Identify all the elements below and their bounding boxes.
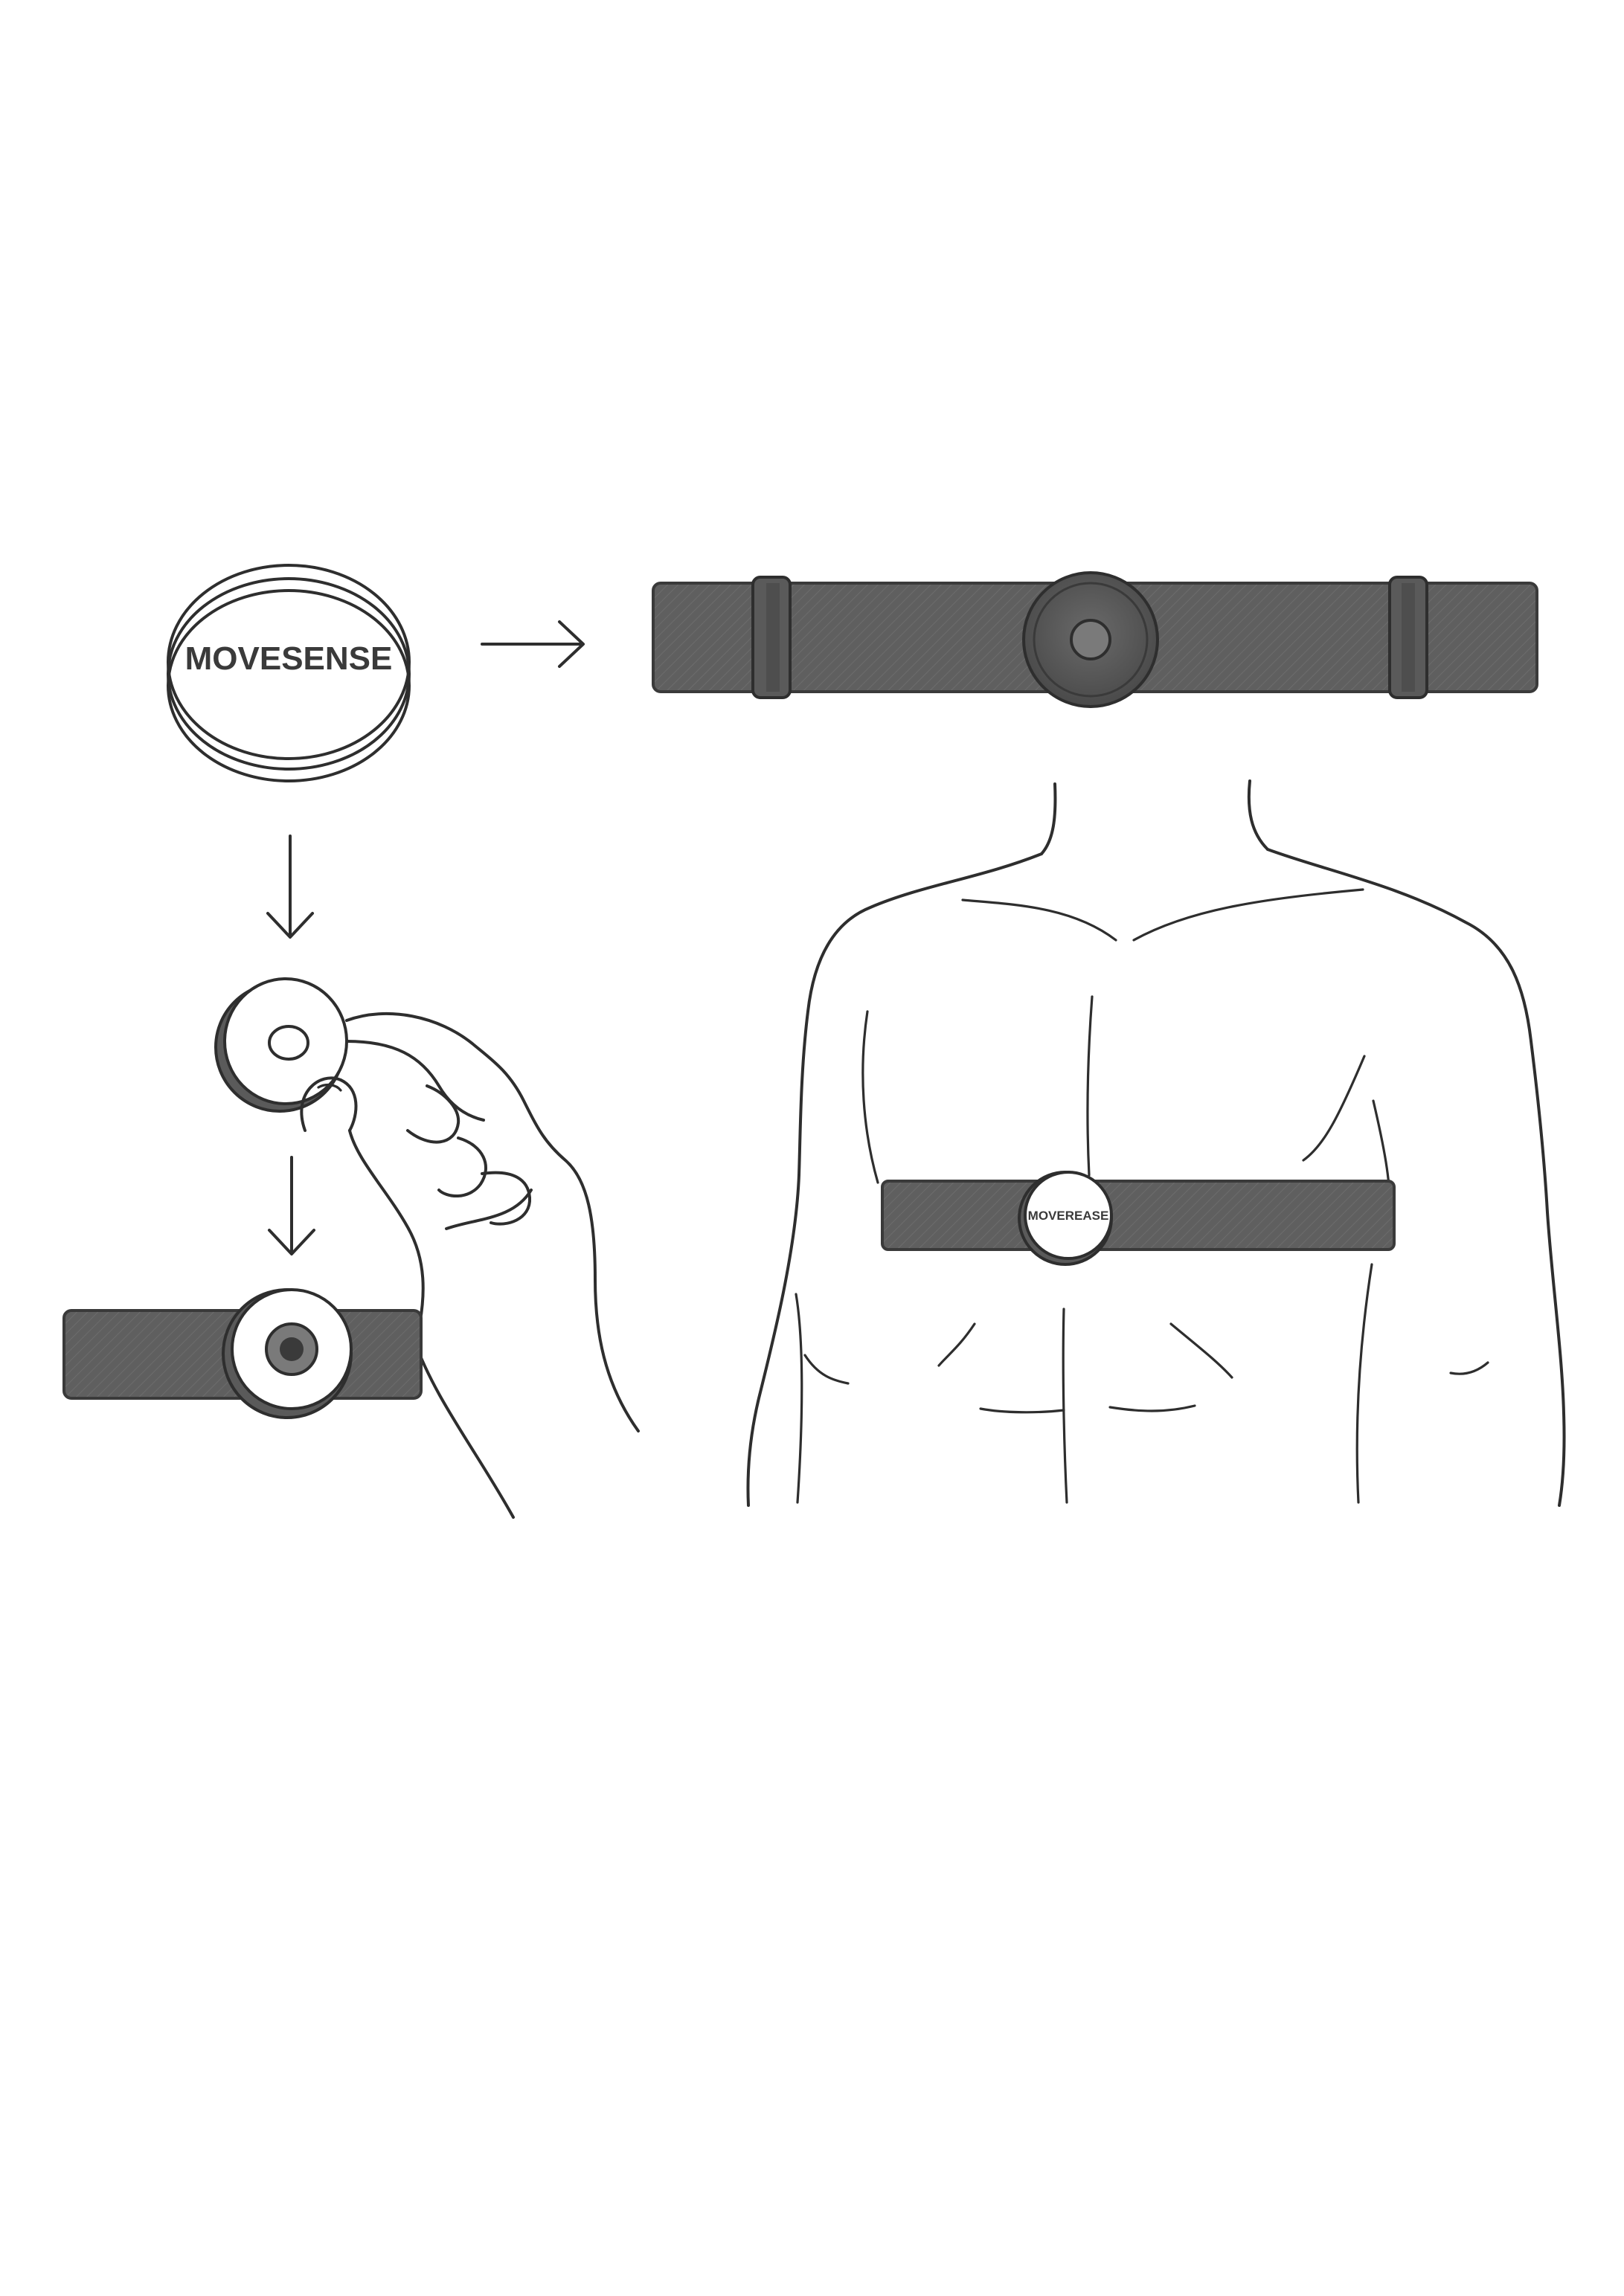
- sensor-stud-icon: [280, 1337, 304, 1361]
- movesense-sensor: MOVESENSE: [167, 564, 411, 782]
- chest-strap-full: [652, 571, 1538, 708]
- torso-figure: MOVEREASE: [746, 779, 1566, 1507]
- arrow-down-icon: [266, 835, 314, 939]
- strap-pod: [1022, 571, 1159, 708]
- arrow-down-icon-2: [268, 1156, 315, 1255]
- worn-sensor: MOVEREASE: [1018, 1171, 1113, 1266]
- sensor-contact-icon: [268, 1025, 309, 1061]
- arrow-right-icon: [481, 620, 585, 668]
- pod-stud-icon: [1070, 619, 1111, 660]
- strap-with-sensor: [62, 1288, 423, 1419]
- sensor-brand-label: MOVESENSE: [185, 640, 393, 677]
- held-sensor: [214, 977, 348, 1113]
- hand-holding-sensor: [214, 977, 640, 1519]
- worn-chest-strap: [881, 1180, 1396, 1251]
- worn-sensor-brand-label: MOVEREASE: [1028, 1209, 1109, 1223]
